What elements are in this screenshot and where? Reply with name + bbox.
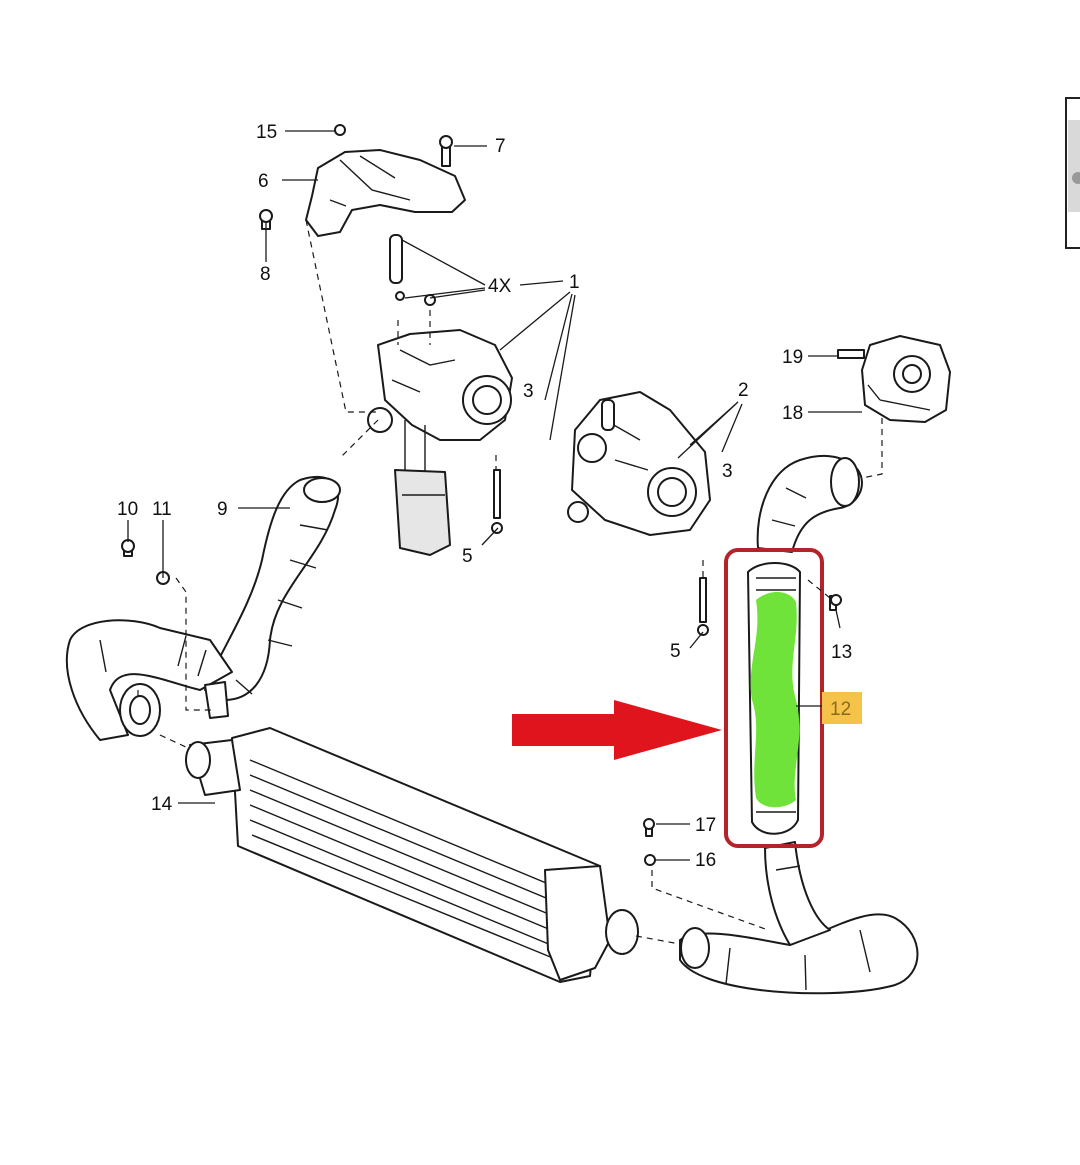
pointer-arrow <box>512 700 722 760</box>
callout-18: 18 <box>782 403 803 424</box>
callout-4x: 4X <box>488 276 512 297</box>
callouts: 15 7 6 8 4X 1 3 2 3 19 18 10 11 9 5 5 13… <box>117 122 862 871</box>
mounting-bracket <box>259 124 466 306</box>
hose-upper-right <box>756 454 863 553</box>
callout-7: 7 <box>495 136 506 157</box>
hose-9 <box>204 475 341 701</box>
callout-8: 8 <box>260 264 271 285</box>
callout-12-highlight <box>822 692 862 724</box>
callout-11: 11 <box>152 499 172 520</box>
hose-12-fill <box>750 591 800 808</box>
callout-3-lower: 3 <box>722 461 733 482</box>
callout-14: 14 <box>151 794 173 815</box>
callout-6: 6 <box>258 171 269 192</box>
callout-17: 17 <box>695 815 716 836</box>
callout-5-right: 5 <box>670 641 681 662</box>
hose-12-highlighted <box>747 562 842 835</box>
callout-15: 15 <box>256 122 277 143</box>
callout-19: 19 <box>782 347 803 368</box>
callout-3-upper: 3 <box>523 381 534 402</box>
callout-5-left: 5 <box>462 546 473 567</box>
hose-right-lower <box>643 818 919 995</box>
alignment-lines <box>137 219 883 945</box>
callout-16: 16 <box>695 850 716 871</box>
callout-1: 1 <box>569 272 580 293</box>
callout-13: 13 <box>831 642 852 663</box>
thumbnail-fragment <box>1065 97 1080 249</box>
callout-12: 12 <box>830 699 851 720</box>
hose-left-lower <box>65 539 233 741</box>
throttle-body <box>837 335 951 423</box>
leader-lines <box>127 130 862 861</box>
turbocharger-assembly <box>367 329 513 556</box>
turbocharger-secondary <box>567 391 711 636</box>
callout-9: 9 <box>217 499 228 520</box>
callout-2: 2 <box>738 380 749 401</box>
intercooler <box>185 727 639 983</box>
callout-10: 10 <box>117 499 138 520</box>
